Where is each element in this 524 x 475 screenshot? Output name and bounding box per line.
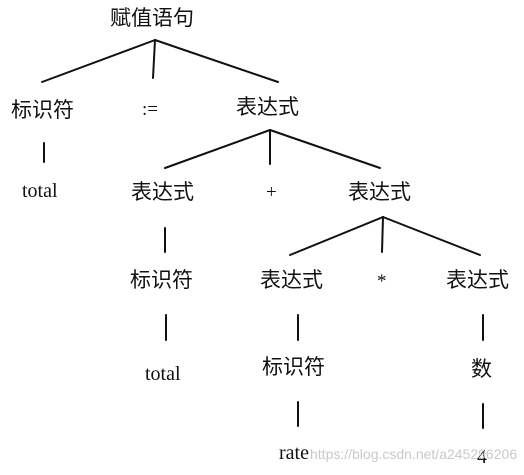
edge-root-expression: [154, 39, 279, 83]
edge-expr-right: [269, 129, 381, 169]
edge-root-identifier: [41, 39, 156, 83]
edge-root-assign: [152, 39, 156, 79]
node-total-2: total: [145, 363, 181, 385]
node-expression-right: 表达式: [348, 180, 411, 204]
node-assign-operator: :=: [142, 99, 158, 120]
node-expression-right-2: 表达式: [446, 268, 509, 292]
node-identifier-3: 标识符: [262, 355, 325, 379]
node-times-operator: *: [377, 271, 387, 292]
node-number: 数: [471, 357, 492, 381]
edge-exprright-right: [382, 216, 481, 256]
node-identifier-2: 标识符: [130, 268, 193, 292]
node-plus-operator: +: [266, 182, 277, 203]
node-expression: 表达式: [236, 95, 299, 119]
node-expression-left-2: 表达式: [260, 268, 323, 292]
edge-exprright-left: [289, 216, 384, 256]
edge-expr-left: [164, 129, 271, 169]
node-expression-left: 表达式: [131, 180, 194, 204]
node-identifier: 标识符: [11, 98, 74, 122]
node-assignment-statement: 赋值语句: [110, 6, 194, 30]
node-rate: rate: [279, 442, 309, 464]
watermark-text: https://blog.csdn.net/a245296206: [310, 446, 518, 462]
edge-exprright-times: [381, 216, 384, 253]
node-four: 4: [477, 446, 487, 468]
node-total: total: [22, 180, 58, 202]
